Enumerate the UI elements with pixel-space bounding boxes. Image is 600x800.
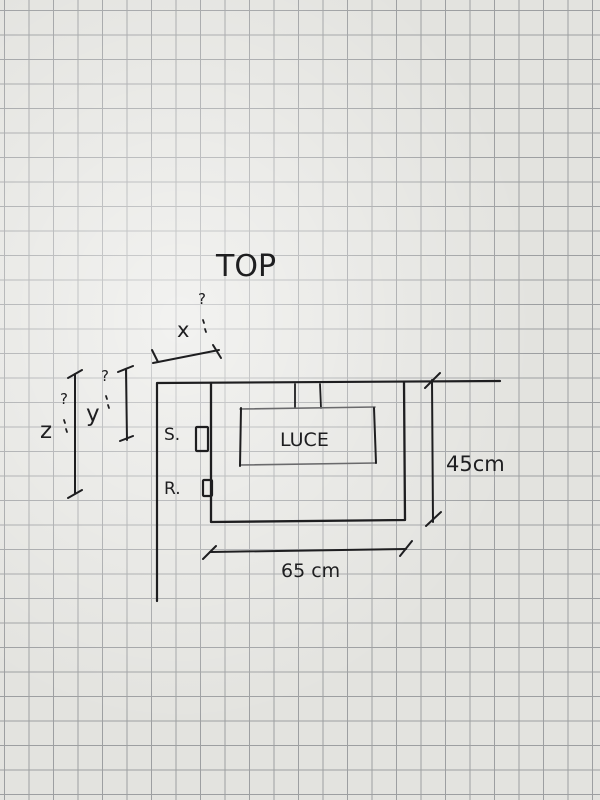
x-question-mark: ? [198, 290, 206, 308]
wall-outline [155, 379, 502, 603]
height-dimension-label: 45cm [446, 452, 505, 476]
y-label: y [86, 401, 100, 427]
z-label: z [40, 418, 52, 444]
y-dots [105, 395, 110, 409]
y-question-mark: ? [101, 367, 109, 385]
light-panel-sides [239, 407, 377, 467]
x-label: x [177, 318, 189, 342]
r-component [201, 478, 214, 498]
top-connector-marks [294, 383, 322, 409]
r-label: R. [164, 479, 181, 499]
title-top: TOP [215, 249, 276, 284]
main-box [209, 380, 407, 524]
y-dimension-line [125, 369, 128, 441]
width-dimension-label: 65 cm [281, 560, 340, 582]
x-dimension-line [152, 349, 220, 364]
s-label: S. [164, 425, 180, 445]
y-dimension-ticks [117, 365, 134, 442]
x-dimension-ticks [151, 344, 222, 363]
width-dimension-line [209, 548, 407, 553]
height-dimension-ticks [424, 372, 442, 527]
x-dots [202, 319, 207, 333]
height-dimension-line [431, 379, 434, 523]
light-panel-edges [239, 406, 377, 466]
s-component [194, 425, 210, 453]
light-label: LUCE [280, 429, 329, 451]
z-dimension-ticks [67, 369, 83, 499]
z-question-mark: ? [60, 390, 68, 408]
z-dots [63, 419, 68, 433]
width-dimension-ticks [202, 540, 413, 560]
